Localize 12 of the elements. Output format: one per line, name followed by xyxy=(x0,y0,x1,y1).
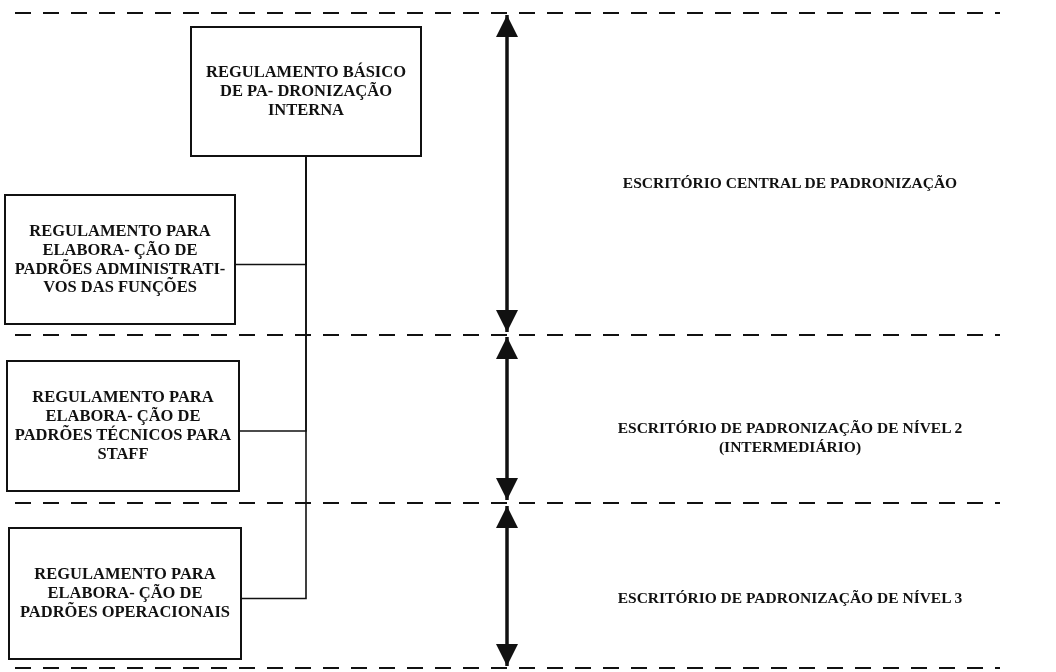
document-box xyxy=(6,360,240,492)
level-label: ESCRITÓRIO CENTRAL DE PADRONIZAÇÃO xyxy=(621,174,959,193)
box-text: REGULAMENTO PARA ELABORA- ÇÃO DE PADRÕES TÉCNICOS PARA STAFF xyxy=(13,388,233,464)
document-box xyxy=(8,527,242,660)
level-label: ESCRITÓRIO DE PADRONIZAÇÃO DE NÍVEL 3 xyxy=(616,589,964,608)
level-label: ESCRITÓRIO DE PADRONIZAÇÃO DE NÍVEL 2 (INTERMEDIÁRIO) xyxy=(616,419,964,457)
connector-line xyxy=(241,156,307,600)
document-box xyxy=(190,26,422,157)
box-text: REGULAMENTO BÁSICO DE PA- DRONIZAÇÃO INTERNA xyxy=(205,63,407,120)
document-box xyxy=(4,194,236,325)
box-text: REGULAMENTO PARA ELABORA- ÇÃO DE PADRÕES OPERACIONAIS xyxy=(18,565,232,622)
box-text: REGULAMENTO PARA ELABORA- ÇÃO DE PADRÕES ADMINISTRATI- VOS DAS FUNÇÕES xyxy=(13,221,227,298)
